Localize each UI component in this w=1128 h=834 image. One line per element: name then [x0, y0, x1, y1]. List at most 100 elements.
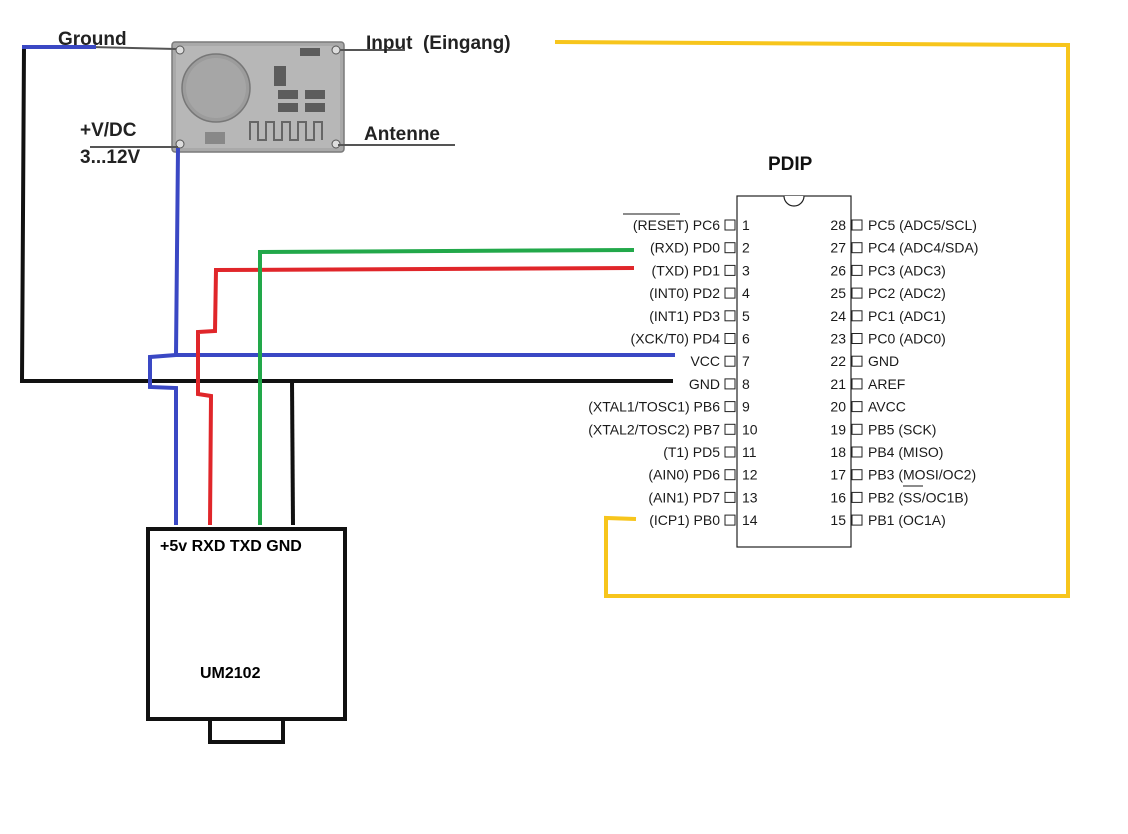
chip-pin-15: 15 PB1 (OC1A)	[830, 512, 945, 528]
chip-pin-4: 4(INT0) PD2	[649, 285, 750, 301]
pin-number: 27	[830, 240, 846, 256]
wire-ground-black	[19, 46, 673, 383]
wire-5v-blue	[148, 353, 178, 525]
chip-title: PDIP	[768, 154, 813, 175]
pin-label: AREF	[868, 376, 905, 392]
rf-transmitter-module	[89, 41, 455, 153]
pin-label: GND	[868, 353, 899, 369]
pin-pad	[724, 219, 736, 231]
vdc-label: +V/DC	[80, 120, 137, 141]
pin-number: 26	[830, 262, 846, 278]
um2102-name: UM2102	[200, 665, 261, 682]
chip-pin-25: 25 PC2 (ADC2)	[830, 285, 945, 301]
um2102-converter	[146, 527, 347, 744]
pin-label: PC3 (ADC3)	[868, 262, 946, 278]
pin-number: 5	[742, 308, 750, 324]
pin-label: (INT1) PD3	[649, 308, 720, 324]
pin-label: (TXD) PD1	[652, 262, 721, 278]
pin-label: (AIN1) PD7	[648, 489, 720, 505]
pin-label: PC2 (ADC2)	[868, 285, 946, 301]
um2102-pin-labels: +5v RXD TXD GND	[160, 538, 302, 555]
pin-pad	[851, 264, 863, 276]
pin-label: AVCC	[868, 399, 906, 415]
pin-pad	[724, 355, 736, 367]
chip-pin-14: 14(ICP1) PB0	[649, 512, 758, 528]
wire-txd-red	[196, 266, 635, 526]
pin-pad	[851, 469, 863, 481]
pin-number: 17	[830, 467, 846, 483]
pin-label: GND	[689, 376, 720, 392]
pin-label: (RXD) PD0	[650, 240, 720, 256]
pin-label: PC4 (ADC4/SDA)	[868, 240, 978, 256]
chip-pin-13: 13(AIN1) PD7	[648, 489, 757, 505]
pin-number: 15	[830, 512, 846, 528]
pin-label: PB2 (SS/OC1B)	[868, 489, 968, 505]
pin-pad	[724, 378, 736, 390]
wire-rxd-green	[258, 248, 635, 525]
chip-pin-10: 10(XTAL2/TOSC2) PB7	[588, 421, 758, 437]
antenna-label: Antenne	[364, 124, 440, 145]
pin-label: (XCK/T0) PD4	[631, 331, 721, 347]
chip-pin-26: 26 PC3 (ADC3)	[830, 262, 945, 278]
pin-pad	[724, 491, 736, 503]
pin-label: PC5 (ADC5/SCL)	[868, 217, 977, 233]
pin-pad	[724, 310, 736, 322]
chip-pin-19: 19 PB5 (SCK)	[830, 421, 936, 437]
pin-pad	[851, 401, 863, 413]
pin-label: (ICP1) PB0	[649, 512, 720, 528]
chip-pin-3: 3(TXD) PD1	[652, 262, 750, 278]
pin-pad	[851, 287, 863, 299]
pin-label: (T1) PD5	[663, 444, 720, 460]
pin-pad	[724, 423, 736, 435]
chip-pin-1: 1 (RESET) PC6	[633, 217, 750, 233]
pin-pad	[851, 242, 863, 254]
pin-label: PB3 (MOSI/OC2)	[868, 467, 976, 483]
chip-pin-7: 7 VCC	[690, 353, 750, 369]
pin-label: (RESET) PC6	[633, 217, 720, 233]
pin-number: 12	[742, 467, 758, 483]
pin-number: 25	[830, 285, 846, 301]
chip-pin-12: 12(AIN0) PD6	[648, 467, 757, 483]
pin-label: PC0 (ADC0)	[868, 331, 946, 347]
pin-number: 19	[830, 421, 846, 437]
pin-number: 11	[742, 444, 757, 460]
pin-pad	[724, 469, 736, 481]
chip-pin-2: 2(RXD) PD0	[650, 240, 750, 256]
voltage-range-label: 3...12V	[80, 147, 141, 168]
pin-pad	[724, 401, 736, 413]
pin-number: 18	[830, 444, 846, 460]
pin-label: PB5 (SCK)	[868, 421, 936, 437]
pin-pad	[851, 514, 863, 526]
chip-pin-16: 16 PB2 (SS/OC1B)	[830, 489, 968, 505]
pin-number: 4	[742, 285, 750, 301]
ground-label: Ground	[58, 29, 127, 50]
input-label: Input (Eingang)	[366, 33, 511, 54]
pin-number: 9	[742, 399, 750, 415]
pin-pad	[851, 219, 863, 231]
chip-pin-11: 11 (T1) PD5	[663, 444, 757, 460]
wire-ground-stub	[290, 380, 295, 526]
chip-pin-22: 22 GND	[830, 353, 899, 369]
chip-left-pins: 1 (RESET) PC6 2(RXD) PD0 3(TXD) PD1 4(INT0) …	[588, 217, 758, 528]
chip-pin-27: 27 PC4 (ADC4/SDA)	[830, 240, 978, 256]
pin-label: PB1 (OC1A)	[868, 512, 946, 528]
pin-label: VCC	[690, 353, 720, 369]
pin-pad	[851, 423, 863, 435]
pin-number: 1	[742, 217, 750, 233]
pin-pad	[851, 310, 863, 322]
pin-number: 16	[830, 489, 846, 505]
pin-number: 22	[830, 353, 846, 369]
pin-pad	[724, 287, 736, 299]
pin-label: (XTAL2/TOSC2) PB7	[588, 421, 720, 437]
pin-number: 24	[830, 308, 846, 324]
pin-pad	[851, 446, 863, 458]
wire-input-yellow	[554, 40, 1070, 598]
pin-number: 7	[742, 353, 750, 369]
pin-pad	[851, 333, 863, 344]
